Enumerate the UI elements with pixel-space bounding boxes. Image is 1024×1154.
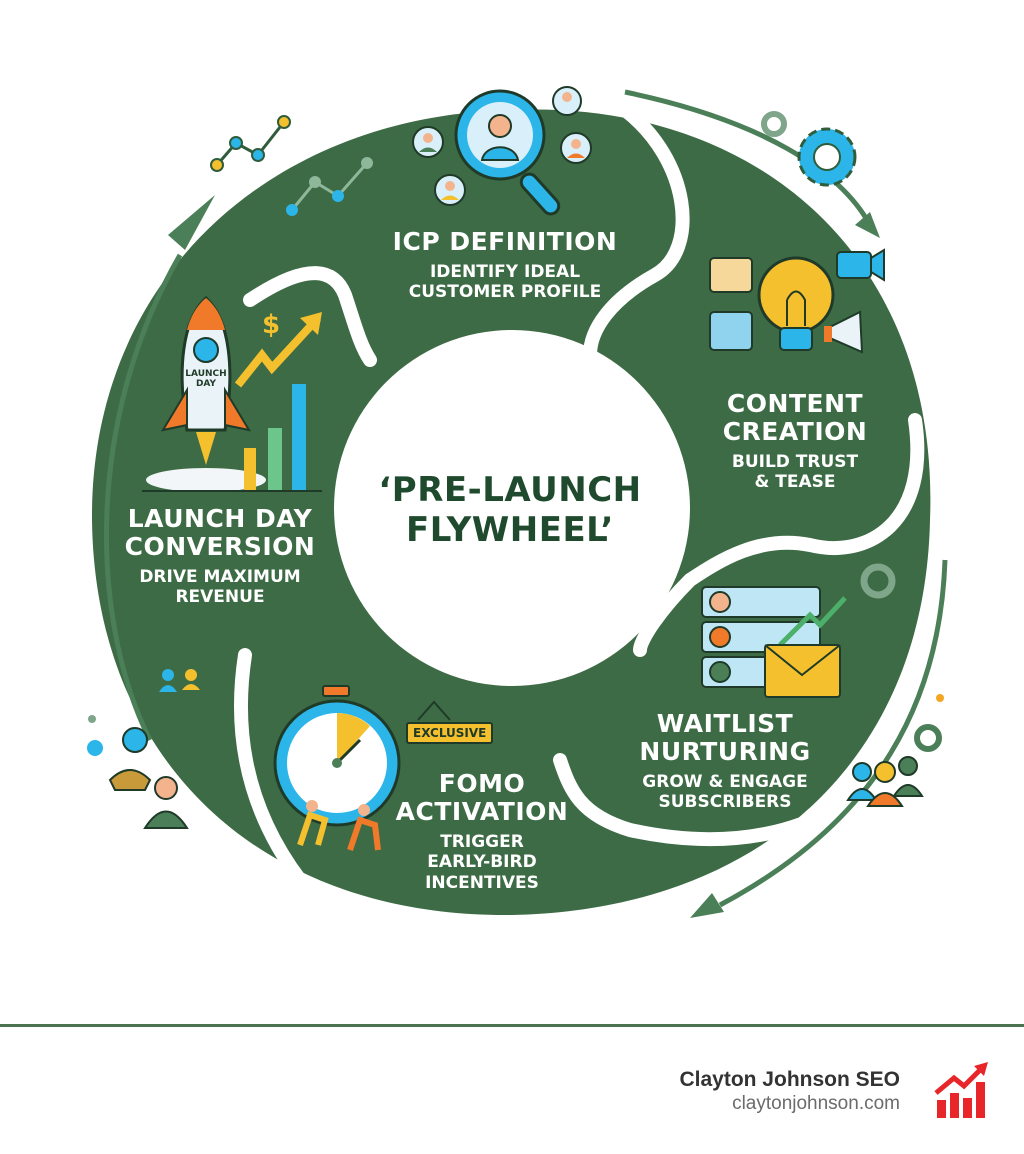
brand-block: Clayton Johnson SEO claytonjohnson.com (679, 1068, 900, 1115)
exclusive-badge: EXCLUSIVE (406, 722, 494, 744)
gear-icon (761, 111, 944, 752)
stage-fomo-activation: FOMO ACTIVATION TRIGGER EARLY-BIRD INCEN… (382, 770, 582, 893)
stage-content-creation: CONTENT CREATION BUILD TRUST & TEASE (700, 390, 890, 493)
rocket-label: LAUNCH DAY (185, 369, 227, 390)
stage-subtitle: TRIGGER EARLY-BIRD INCENTIVES (425, 832, 539, 893)
stage-waitlist-nurturing: WAITLIST NURTURING GROW & ENGAGE SUBSCRI… (625, 710, 825, 813)
lightbulb-icon (709, 248, 885, 354)
diagram-title: ‘PRE-LAUNCH FLYWHEEL’ (378, 470, 642, 551)
footer-divider (0, 1024, 1024, 1027)
flywheel-graphic: $ (87, 86, 948, 918)
stage-icp-definition: ICP DEFINITION IDENTIFY IDEAL CUSTOMER P… (370, 228, 640, 303)
stage-subtitle: BUILD TRUST & TEASE (731, 452, 859, 493)
decor-network-icon (210, 115, 373, 216)
arrow-heads (168, 195, 880, 918)
people-group-icon (87, 669, 924, 829)
segment-separators (233, 103, 925, 887)
stage-launch-day-conversion: LAUNCH DAY CONVERSION DRIVE MAXIMUM REVE… (100, 505, 340, 608)
magnifier-people-icon (412, 86, 592, 216)
growth-chart-logo-icon (934, 1062, 988, 1118)
email-list-icon (701, 586, 847, 698)
svg-text:$: $ (262, 310, 280, 340)
stage-title: ICP DEFINITION (392, 227, 618, 256)
flywheel-diagram: $ (87, 86, 948, 918)
brand-name: Clayton Johnson SEO (679, 1068, 900, 1091)
stage-subtitle: GROW & ENGAGE SUBSCRIBERS (642, 772, 808, 813)
stage-subtitle: DRIVE MAXIMUM REVENUE (139, 567, 301, 608)
cycle-arrows (104, 89, 948, 908)
stopwatch-icon (273, 685, 451, 851)
rocket-icon: $ (142, 295, 322, 492)
brand-url[interactable]: claytonjohnson.com (732, 1093, 900, 1114)
stage-subtitle: IDENTIFY IDEAL CUSTOMER PROFILE (408, 262, 602, 303)
